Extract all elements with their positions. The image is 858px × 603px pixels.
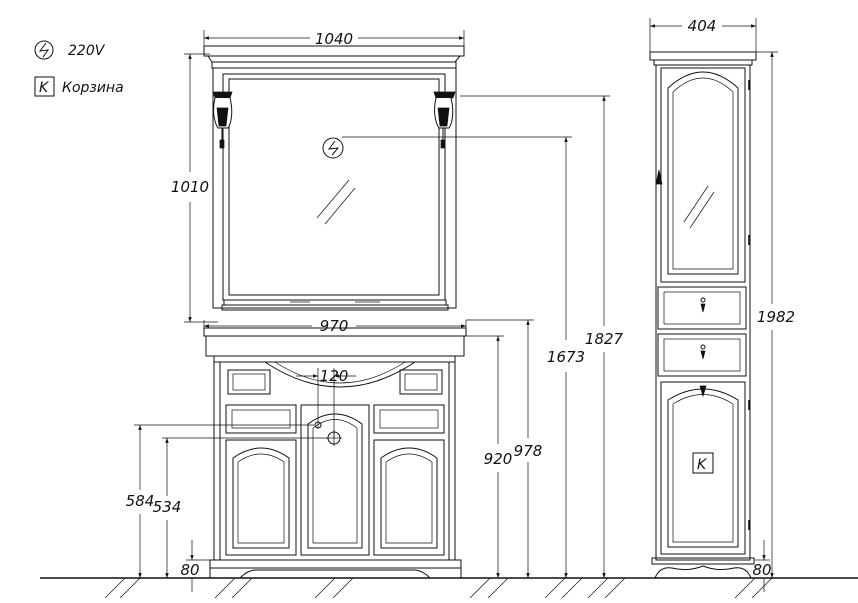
dim-plinth-right-label: 80	[752, 561, 771, 579]
dim-mirror-height: 1010	[171, 53, 218, 323]
dim-height-584-label: 584	[126, 492, 155, 510]
dim-sink-spacing: 120	[296, 367, 356, 438]
dim-height-1673-label: 1673	[547, 348, 585, 366]
dim-vanity-width: 970	[203, 317, 467, 335]
dim-height-534-label: 534	[153, 498, 182, 516]
basket-legend-icon: K	[34, 76, 55, 97]
dim-cabinet-width-label: 404	[688, 17, 717, 35]
legend: 220V K Корзина	[34, 40, 124, 97]
power-icon	[34, 40, 54, 60]
dim-height-978: 978	[466, 319, 543, 578]
dim-height-584: 584	[126, 424, 314, 578]
svg-text:K: K	[697, 457, 708, 473]
dim-plinth-right: 80	[752, 540, 772, 592]
right-lamp	[433, 91, 456, 149]
cabinet-basket-marker: K	[692, 452, 714, 474]
left-lamp	[212, 91, 233, 149]
dim-height-920-label: 920	[484, 450, 513, 468]
dim-plinth-left: 80	[180, 540, 210, 592]
dim-height-1673: 1673	[342, 136, 585, 578]
dim-mirror-height-label: 1010	[171, 178, 209, 196]
mirror-power-icon	[322, 137, 344, 159]
dim-cabinet-width: 404	[649, 17, 757, 52]
tall-cabinet: K	[649, 51, 757, 579]
power-label: 220V	[68, 43, 106, 59]
basket-label: Корзина	[62, 80, 124, 96]
dim-vanity-width-label: 970	[320, 317, 349, 335]
dim-mirror-width-label: 1040	[315, 30, 353, 48]
dim-cabinet-height: 1982	[756, 51, 795, 578]
dim-sink-spacing-label: 120	[320, 367, 349, 385]
dim-height-1827: 1827	[460, 95, 624, 578]
dim-height-1827-label: 1827	[585, 330, 624, 348]
dim-height-534: 534	[153, 437, 328, 578]
floor	[40, 577, 858, 599]
mirror	[203, 45, 465, 311]
dim-plinth-left-label: 80	[180, 561, 199, 579]
dim-height-920: 920	[466, 335, 513, 578]
basket-legend-symbol: K	[39, 80, 50, 96]
vanity	[203, 327, 467, 579]
dim-height-978-label: 978	[514, 442, 543, 460]
dim-cabinet-height-label: 1982	[757, 308, 795, 326]
dim-mirror-width: 1040	[203, 30, 465, 48]
